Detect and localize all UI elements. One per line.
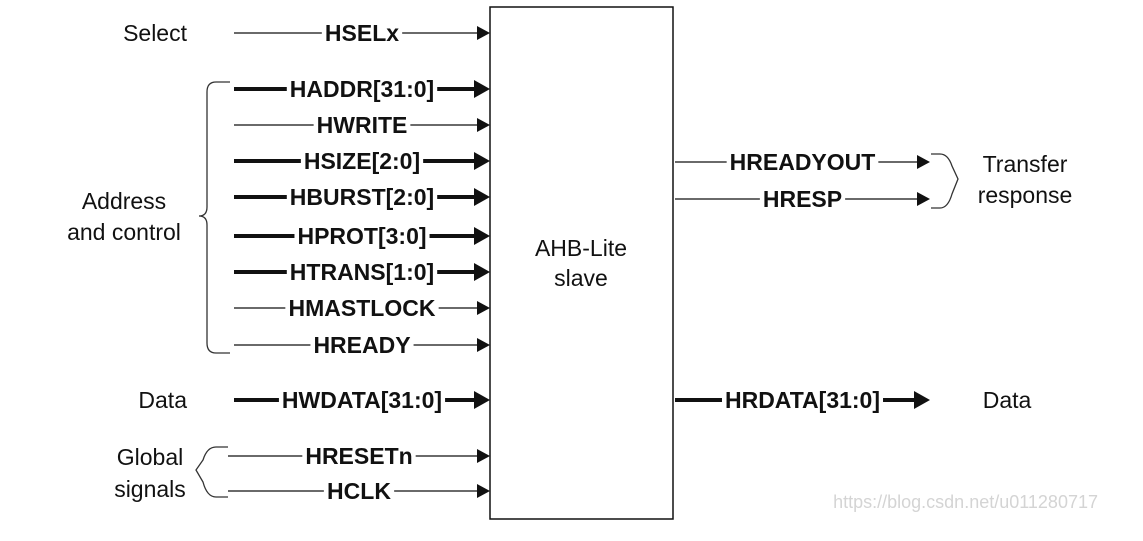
group-label-data-in: Data [138, 387, 187, 413]
group-label-address-line1: Address [82, 188, 166, 214]
arrowhead [477, 301, 490, 315]
input-signal-hwrite: HWRITE [234, 112, 490, 138]
input-signal-hprot-3-0: HPROT[3:0] [234, 223, 490, 249]
group-label-transfer-line2: response [978, 182, 1073, 208]
arrowhead [917, 192, 930, 206]
global-signals-brace [195, 446, 228, 498]
signal-label: HBURST[2:0] [290, 184, 434, 210]
input-signal-hselx: HSELx [234, 20, 490, 46]
signal-label: HRESETn [305, 443, 412, 469]
group-label-global-line2: signals [114, 476, 186, 502]
signal-label: HWRITE [317, 112, 408, 138]
signal-label: HSIZE[2:0] [304, 148, 420, 174]
signal-label: HREADY [313, 332, 410, 358]
input-signal-haddr-31-0: HADDR[31:0] [234, 76, 490, 102]
input-signal-hmastlock: HMASTLOCK [234, 295, 490, 321]
signal-label: HWDATA[31:0] [282, 387, 442, 413]
arrowhead [914, 391, 930, 409]
arrowhead [477, 118, 490, 132]
input-signal-hsize-2-0: HSIZE[2:0] [234, 148, 490, 174]
address-control-brace [198, 81, 230, 354]
signal-label: HSELx [325, 20, 399, 46]
arrowhead [477, 338, 490, 352]
input-signal-hburst-2-0: HBURST[2:0] [234, 184, 490, 210]
output-signal-hreadyout: HREADYOUT [675, 149, 930, 175]
arrowhead [474, 80, 490, 98]
arrowhead [477, 449, 490, 463]
slave-block [489, 6, 674, 520]
group-label-transfer-line1: Transfer [983, 151, 1068, 177]
input-signal-hready: HREADY [234, 332, 490, 358]
arrowhead [474, 263, 490, 281]
slave-label-line1: AHB-Lite [535, 235, 627, 261]
signal-label: HTRANS[1:0] [290, 259, 434, 285]
slave-label-line2: slave [554, 265, 608, 291]
arrowhead [474, 152, 490, 170]
signal-label: HPROT[3:0] [297, 223, 426, 249]
group-label-global-line1: Global [117, 444, 183, 470]
arrowhead [917, 155, 930, 169]
group-label-data-out: Data [983, 387, 1032, 413]
transfer-response-brace [931, 153, 959, 209]
signal-label: HCLK [327, 478, 391, 504]
watermark: https://blog.csdn.net/u011280717 [833, 492, 1098, 512]
group-label-select: Select [123, 20, 188, 46]
signal-label: HREADYOUT [730, 149, 876, 175]
arrowhead [474, 188, 490, 206]
input-signal-htrans-1-0: HTRANS[1:0] [234, 259, 490, 285]
signal-label: HRESP [763, 186, 842, 212]
signal-label: HMASTLOCK [289, 295, 436, 321]
output-signal-hresp: HRESP [675, 186, 930, 212]
input-signal-hclk: HCLK [228, 478, 490, 504]
group-label-address-line2: and control [67, 219, 181, 245]
signal-label: HRDATA[31:0] [725, 387, 880, 413]
output-signal-hrdata-31-0: HRDATA[31:0] [675, 387, 930, 413]
arrowhead [474, 227, 490, 245]
arrowhead [477, 484, 490, 498]
input-signal-hwdata-31-0: HWDATA[31:0] [234, 387, 490, 413]
arrowhead [474, 391, 490, 409]
arrowhead [477, 26, 490, 40]
input-signal-hresetn: HRESETn [228, 443, 490, 469]
signal-label: HADDR[31:0] [290, 76, 434, 102]
